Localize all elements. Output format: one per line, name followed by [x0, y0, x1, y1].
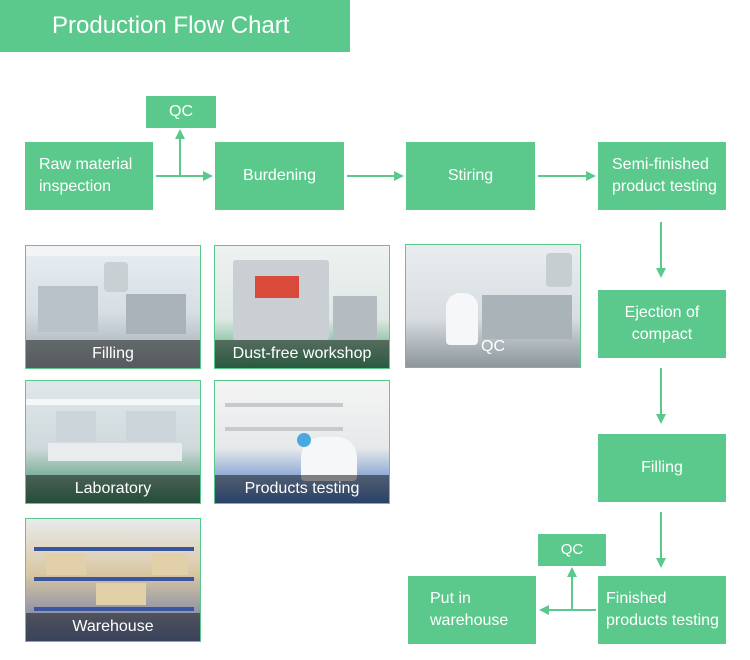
filling-box: Filling — [598, 434, 726, 502]
raw-material-label: Raw material inspection — [39, 156, 133, 195]
warehouse-label: Put in warehouse — [430, 590, 509, 629]
filling-label: Filling — [641, 459, 683, 476]
caption-warehouse: Warehouse — [26, 613, 200, 641]
qc-top-box: QC — [146, 96, 216, 128]
photo-filling: Filling — [25, 245, 201, 369]
stiring-box: Stiring — [406, 142, 535, 210]
raw-material-inspection-box: Raw material inspection — [25, 142, 153, 210]
caption-products-testing: Products testing — [215, 475, 389, 503]
photo-laboratory: Laboratory — [25, 380, 201, 504]
photo-dust-free-workshop: Dust-free workshop — [214, 245, 390, 369]
qc-top-label: QC — [169, 103, 193, 120]
burdening-label: Burdening — [243, 167, 316, 184]
finished-label: Finished products testing — [606, 590, 719, 629]
stiring-label: Stiring — [447, 167, 494, 184]
caption-filling: Filling — [26, 340, 200, 368]
finished-products-testing-box: Finished products testing — [598, 576, 726, 644]
ejection-label: Ejection of compact — [624, 304, 700, 343]
qc-bottom-label: QC — [560, 541, 584, 558]
semi-finished-label: Semi-finished product testing — [612, 156, 717, 195]
qc-scene — [406, 245, 580, 367]
semi-finished-testing-box: Semi-finished product testing — [598, 142, 726, 210]
put-in-warehouse-box: Put in warehouse — [408, 576, 536, 644]
caption-dust-free: Dust-free workshop — [215, 340, 389, 368]
burdening-box: Burdening — [215, 142, 344, 210]
photo-qc: QC — [405, 244, 581, 368]
caption-qc: QC — [481, 338, 505, 355]
qc-bottom-box: QC — [538, 534, 606, 566]
ejection-of-compact-box: Ejection of compact — [598, 290, 726, 358]
photo-products-testing: Products testing — [214, 380, 390, 504]
caption-laboratory: Laboratory — [26, 475, 200, 503]
photo-warehouse: Warehouse — [25, 518, 201, 642]
page-title: Production Flow Chart — [0, 0, 350, 52]
